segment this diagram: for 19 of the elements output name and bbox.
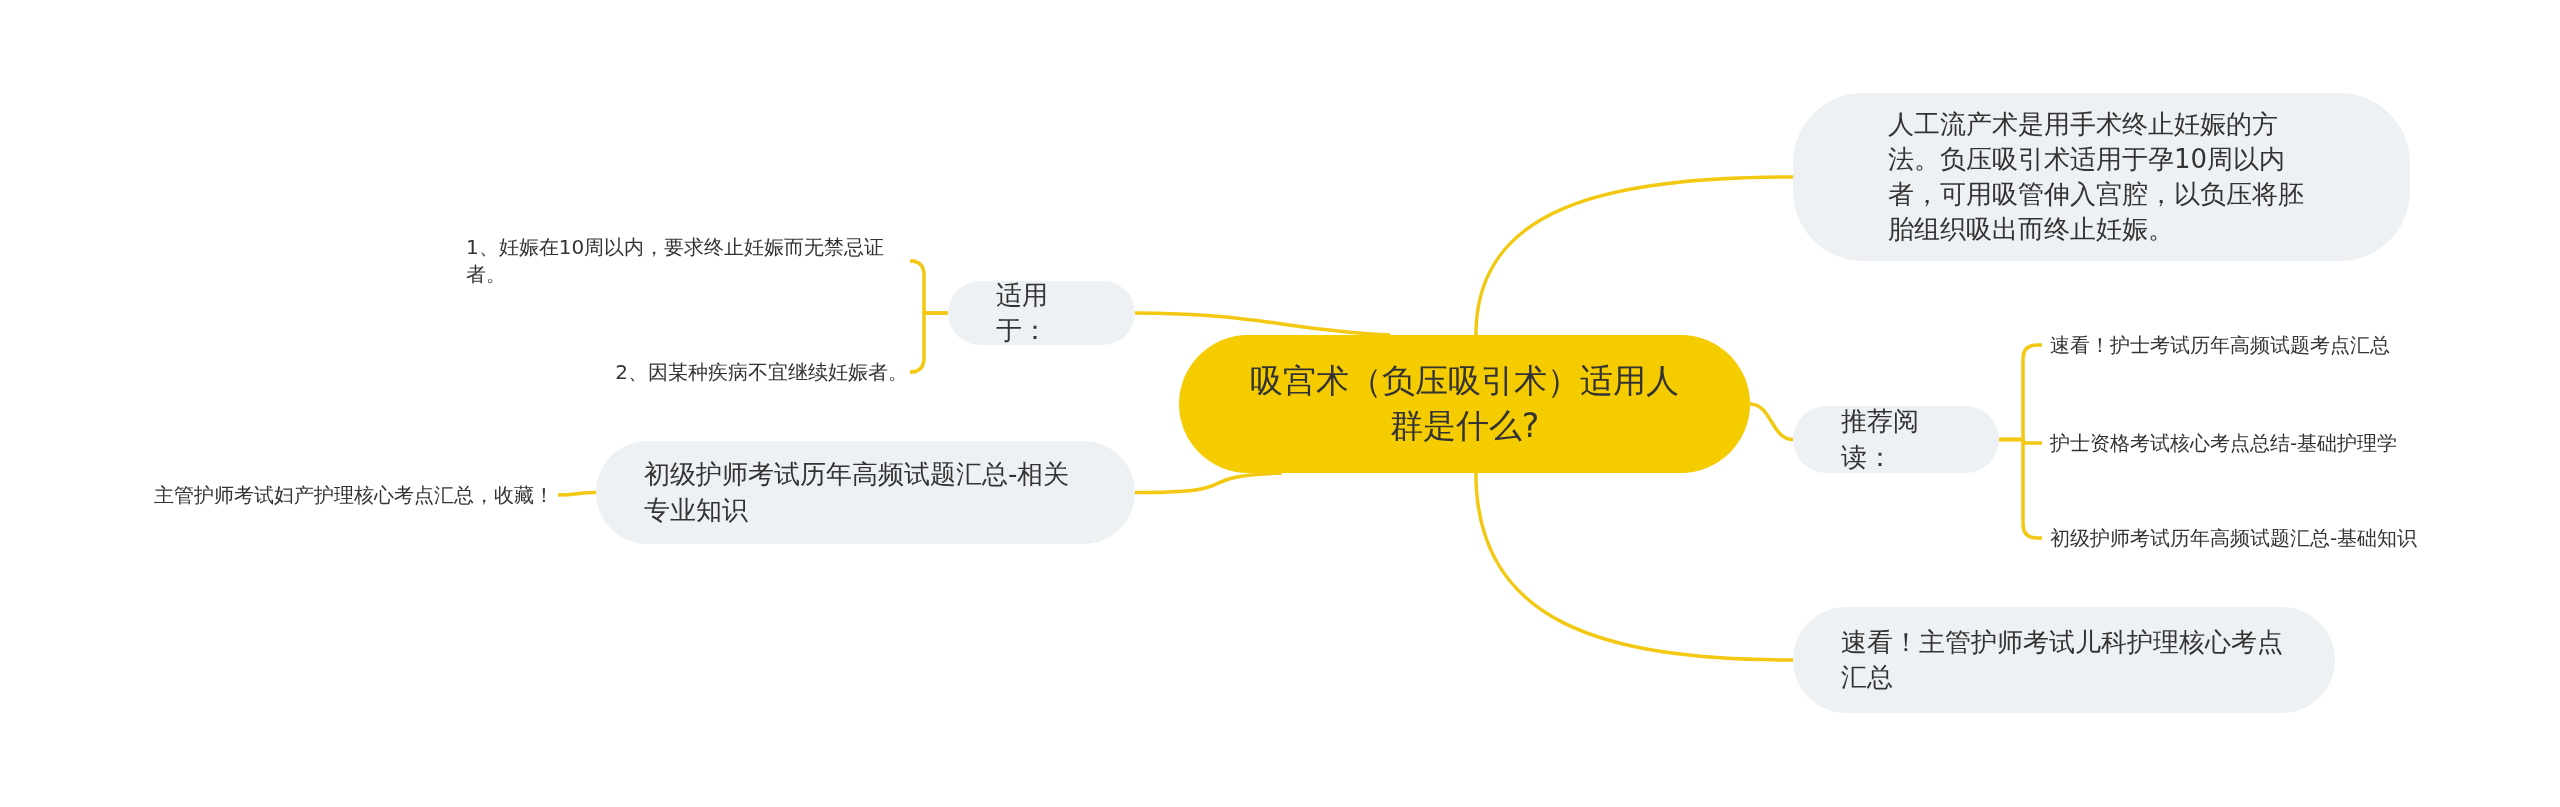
topic-box: 人工流产术是用手术终止妊娠的方法。负压吸引术适用于孕10周以内者，可用吸管伸入宫腔，以负压将胚胎组织吸出而终止妊娠。 [1793,93,2410,261]
connector-line [1474,472,1794,662]
connector-line [1474,175,1794,336]
subtopic-text: 1、妊娠在10周以内，要求终止妊娠而无禁忌证者。 [462,233,912,289]
topic-box: 推荐阅读： [1793,406,1999,473]
subtopic-text: 速看！护士考试历年高频试题考点汇总 [2046,330,2446,360]
connector-line [1134,471,1282,495]
subtopic-text: 2、因某种疾病不宜继续妊娠者。 [580,357,912,387]
connector-line [908,311,948,374]
connector-line [1749,402,1794,442]
topic-box: 速看！主管护师考试儿科护理核心考点汇总 [1793,607,2335,713]
central-topic: 吸宫术（负压吸引术）适用人群是什么? [1179,335,1750,473]
connector-line [558,490,596,497]
topic-box: 初级护师考试历年高频试题汇总-相关专业知识 [596,441,1135,544]
topic-box: 适用于： [948,281,1135,345]
subtopic-text: 主管护师考试妇产护理核心考点汇总，收藏！ [96,480,558,510]
connector-line [1134,311,1391,337]
subtopic-text: 护士资格考试核心考点总结-基础护理学 [2046,428,2456,458]
subtopic-text: 初级护师考试历年高频试题汇总-基础知识 [2046,523,2466,553]
